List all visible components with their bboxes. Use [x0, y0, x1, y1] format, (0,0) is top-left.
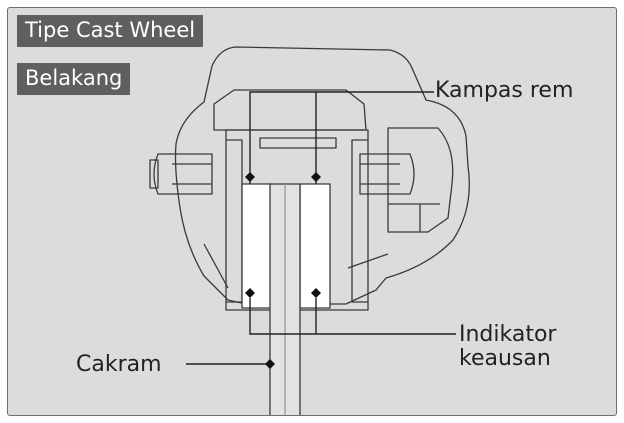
- marker-disc: [265, 359, 275, 369]
- caliper-right-body: [387, 127, 454, 233]
- marker-indicator-left: [245, 288, 255, 298]
- marker-indicator-right: [311, 288, 321, 298]
- caliper-bracket: [225, 129, 369, 311]
- bracket-top-slot: [259, 137, 337, 149]
- caliper-right-detail: [388, 203, 440, 232]
- marker-pad-right: [311, 172, 321, 182]
- label-brake-pads: Kampas rem: [435, 78, 574, 103]
- mounting-bolt-right-shaft: [360, 163, 400, 185]
- marker-pad-left: [245, 172, 255, 182]
- bracket-left-arm: [226, 139, 243, 303]
- label-wear-indicator-line1: Indikator: [459, 322, 557, 347]
- brake-pad-right: [299, 183, 331, 309]
- label-disc: Cakram: [76, 352, 162, 377]
- caliper-housing: [174, 46, 470, 305]
- mounting-bolt-left-shaft: [172, 163, 212, 185]
- brake-pad-left: [241, 183, 273, 309]
- caliper-inner-edge: [213, 89, 367, 131]
- brake-caliper-illustration: [149, 46, 470, 415]
- mounting-bolt-left-head: [149, 159, 159, 189]
- leader-wear-indicator-left: [249, 298, 456, 335]
- leader-brake-pads-left: [249, 91, 434, 184]
- label-wear-indicator-line2: keausan: [459, 346, 551, 372]
- label-wear-indicator: Indikator keausan: [459, 322, 557, 372]
- diagram-title: Tipe Cast Wheel: [17, 15, 204, 47]
- mounting-bolt-left: [153, 153, 213, 195]
- mounting-bolt-right: [359, 153, 415, 195]
- bracket-right-arm: [351, 139, 368, 303]
- diagram-frame: Tipe Cast Wheel Belakang Kampas rem Indi…: [7, 7, 617, 416]
- diagram-subtitle: Belakang: [17, 63, 131, 95]
